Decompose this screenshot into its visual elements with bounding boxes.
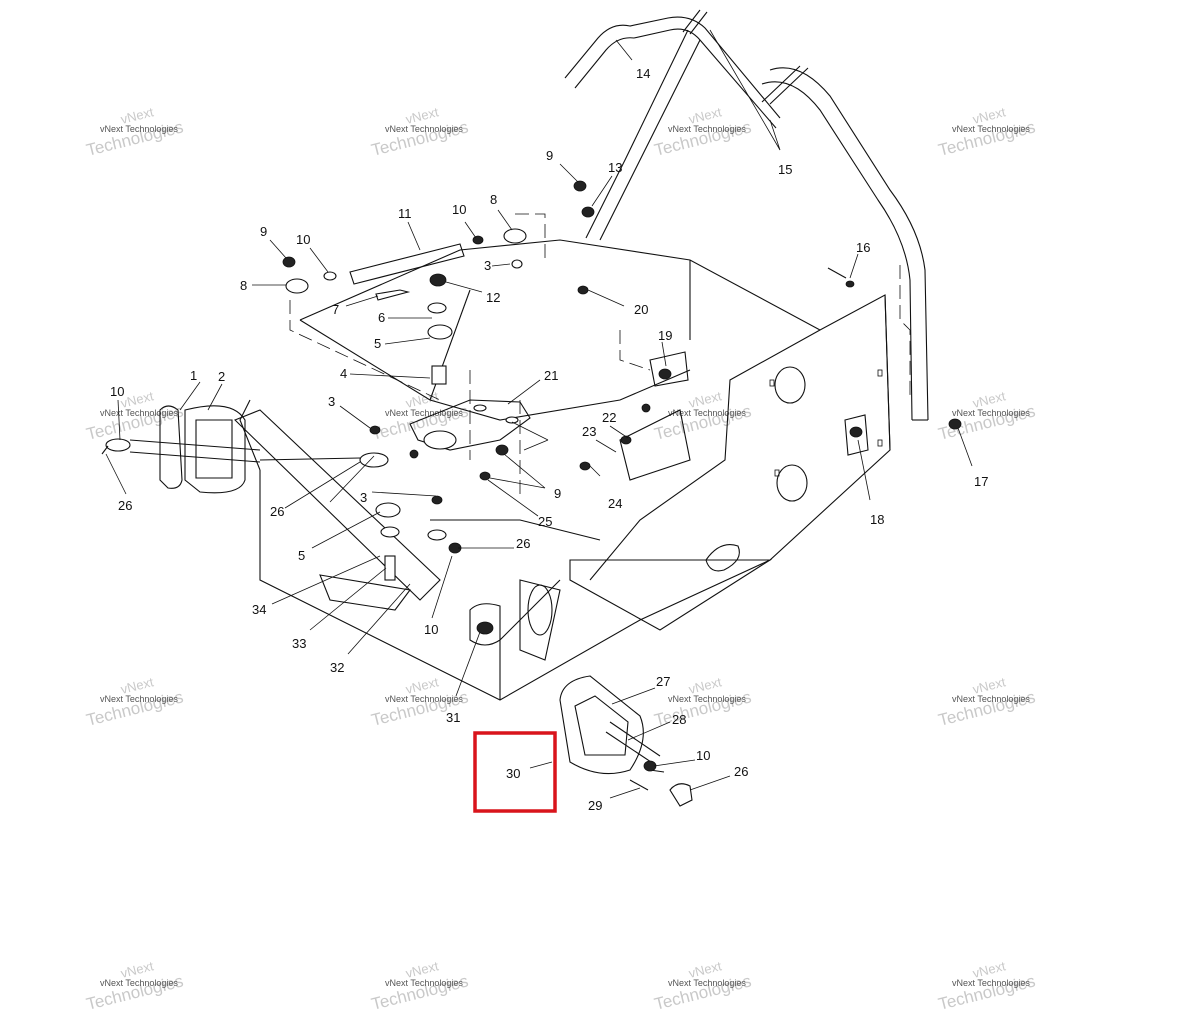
callout-9: 9 [554, 486, 561, 501]
callout-19: 19 [658, 328, 672, 343]
watermark-line3: vNext Technologies [668, 408, 746, 418]
hardware [282, 180, 962, 791]
callout-10: 10 [296, 232, 310, 247]
callout-4: 4 [340, 366, 347, 381]
watermark-line3: vNext Technologies [385, 978, 463, 988]
callout-17: 17 [974, 474, 988, 489]
callout-20: 20 [634, 302, 648, 317]
callout-10: 10 [424, 622, 438, 637]
watermark-line3: vNext Technologies [952, 124, 1030, 134]
callout-1: 1 [190, 368, 197, 383]
watermark-line3: vNext Technologies [952, 694, 1030, 704]
callout-18: 18 [870, 512, 884, 527]
watermark-line3: vNext Technologies [952, 978, 1030, 988]
callout-26: 26 [734, 764, 748, 779]
callout-24: 24 [608, 496, 622, 511]
callout-10: 10 [452, 202, 466, 217]
callout-26: 26 [516, 536, 530, 551]
callout-23: 23 [582, 424, 596, 439]
watermark-line3: vNext Technologies [952, 408, 1030, 418]
phantom-lines [289, 213, 911, 500]
watermark-line3: vNext Technologies [385, 408, 463, 418]
watermark-line3: vNext Technologies [100, 124, 178, 134]
callout-5: 5 [298, 548, 305, 563]
callout-15: 15 [778, 162, 792, 177]
callout-34: 34 [252, 602, 266, 617]
callout-26: 26 [118, 498, 132, 513]
callout-3: 3 [484, 258, 491, 273]
main-frame [239, 239, 891, 701]
watermark-line3: vNext Technologies [668, 978, 746, 988]
callout-31: 31 [446, 710, 460, 725]
callout-22: 22 [602, 410, 616, 425]
watermark-line3: vNext Technologies [385, 124, 463, 134]
callout-8: 8 [490, 192, 497, 207]
callout-28: 28 [672, 712, 686, 727]
callout-32: 32 [330, 660, 344, 675]
callout-10: 10 [110, 384, 124, 399]
callout-16: 16 [856, 240, 870, 255]
callout-10: 10 [696, 748, 710, 763]
callout-14: 14 [636, 66, 650, 81]
callout-labels: 1 2 3 3 3 4 5 5 6 7 8 8 9 9 9 10 10 10 1… [110, 66, 988, 813]
callout-30: 30 [506, 766, 520, 781]
right-pedal-assembly [469, 579, 693, 807]
callout-12: 12 [486, 290, 500, 305]
center-brackets [409, 351, 869, 481]
callout-25: 25 [538, 514, 552, 529]
watermark-line3: vNext Technologies [668, 124, 746, 134]
callout-3: 3 [328, 394, 335, 409]
callout-9: 9 [260, 224, 267, 239]
callout-13: 13 [608, 160, 622, 175]
handlebar-tubes [564, 9, 929, 421]
watermark-line3: vNext Technologies [100, 694, 178, 704]
callout-6: 6 [378, 310, 385, 325]
watermark-line3: vNext Technologies [100, 408, 178, 418]
callout-3: 3 [360, 490, 367, 505]
callout-33: 33 [292, 636, 306, 651]
pedal-assembly [101, 405, 441, 611]
callout-2: 2 [218, 369, 225, 384]
callout-5: 5 [374, 336, 381, 351]
watermark-line3: vNext Technologies [385, 694, 463, 704]
callout-8: 8 [240, 278, 247, 293]
highlight-box-part-30 [473, 731, 557, 813]
callout-11: 11 [398, 206, 412, 221]
callout-29: 29 [588, 798, 602, 813]
callout-7: 7 [332, 302, 339, 317]
callout-9: 9 [546, 148, 553, 163]
watermark-line3: vNext Technologies [668, 694, 746, 704]
leader-lines [105, 29, 973, 799]
callout-27: 27 [656, 674, 670, 689]
watermark-line3: vNext Technologies [100, 978, 178, 988]
callout-21: 21 [544, 368, 558, 383]
callout-26: 26 [270, 504, 284, 519]
